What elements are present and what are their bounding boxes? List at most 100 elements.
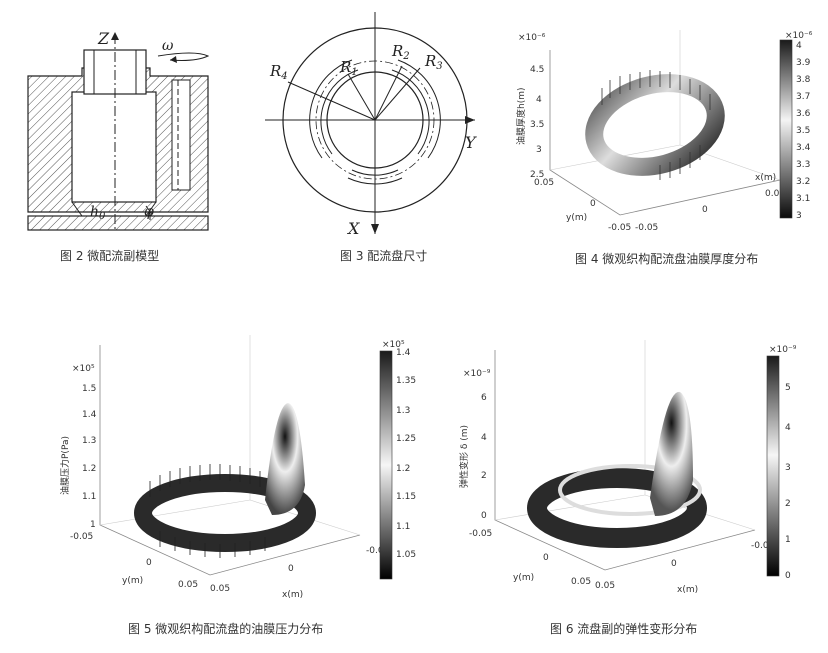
- colorbar: [766, 355, 780, 577]
- y-axis-label: y(m): [513, 573, 534, 583]
- svg-text:1.5: 1.5: [82, 384, 96, 394]
- z-axis-label: 油膜厚度h(m): [515, 88, 527, 146]
- svg-text:3.8: 3.8: [796, 75, 811, 85]
- r1-label: R1: [339, 58, 358, 78]
- svg-text:0: 0: [702, 205, 708, 215]
- colorbar-ticks: 1.4 1.35 1.3 1.25 1.2 1.15 1.1 1.05: [396, 348, 416, 560]
- svg-text:-0.05: -0.05: [70, 532, 93, 542]
- x-ticks: 0.05 0 -0.05: [210, 546, 389, 594]
- svg-text:1.2: 1.2: [396, 464, 410, 474]
- side-channel: [171, 79, 191, 191]
- svg-text:0: 0: [146, 558, 152, 568]
- svg-text:0: 0: [590, 199, 596, 209]
- svg-text:-0.05: -0.05: [469, 529, 492, 539]
- thickness-plot: ×10⁻⁶ 4.5 4 3.5 3 2.5 油膜厚度h(m) 0.05 0 -0…: [515, 30, 813, 233]
- r3-label: R3: [424, 52, 443, 72]
- z-exponent: ×10⁵: [72, 364, 95, 374]
- svg-text:0: 0: [543, 553, 549, 563]
- pressure-surface: [134, 474, 316, 552]
- svg-text:4.5: 4.5: [530, 65, 544, 75]
- svg-text:0: 0: [288, 564, 294, 574]
- svg-text:3.9: 3.9: [796, 58, 811, 68]
- colorbar-exponent: ×10⁻⁹: [769, 345, 797, 355]
- svg-text:6: 6: [481, 393, 487, 403]
- rotation-arrow: [157, 52, 210, 61]
- z-exponent: ×10⁻⁹: [463, 369, 491, 379]
- svg-text:3.5: 3.5: [530, 120, 544, 130]
- svg-text:-0.05: -0.05: [608, 223, 631, 233]
- svg-text:0: 0: [481, 511, 487, 521]
- caption-fig3: 图 3 配流盘尺寸: [340, 249, 428, 263]
- caption-fig6: 图 6 流盘副的弹性变形分布: [550, 622, 698, 636]
- svg-text:4: 4: [796, 41, 802, 51]
- svg-text:3: 3: [796, 211, 802, 221]
- figure-3-plate: R1 R2 R3 R4 Y X: [260, 8, 490, 240]
- z-ticks: 4.5 4 3.5 3 2.5: [530, 65, 544, 180]
- colorbar: [779, 39, 793, 219]
- plate-drawing: R1 R2 R3 R4 Y X: [265, 12, 477, 238]
- pressure-peak: [265, 403, 305, 515]
- svg-text:1.15: 1.15: [396, 492, 416, 502]
- svg-text:1.1: 1.1: [396, 522, 410, 532]
- r2-label: R2: [391, 42, 410, 62]
- y-axis-label: y(m): [122, 576, 143, 586]
- x-ticks: 0.05 0 -0.05: [595, 541, 774, 591]
- z-ticks: 1.5 1.4 1.3 1.2 1.1 1: [82, 384, 97, 530]
- svg-text:2.5: 2.5: [530, 170, 544, 180]
- x-label: X: [346, 219, 360, 238]
- colorbar-ticks: 5 4 3 2 1 0: [785, 383, 791, 581]
- svg-text:3: 3: [536, 145, 542, 155]
- svg-text:3.1: 3.1: [796, 194, 810, 204]
- svg-text:1.05: 1.05: [396, 550, 416, 560]
- svg-text:1: 1: [785, 535, 791, 545]
- colorbar-exponent: ×10⁵: [382, 340, 405, 350]
- y-axis-label: y(m): [566, 213, 587, 223]
- figure-2-model: Z ω h0 φ: [20, 20, 220, 240]
- deformation-peak: [650, 391, 693, 516]
- z-ticks: 6 4 2 0: [481, 393, 487, 521]
- pressure-spikes: [149, 464, 266, 558]
- svg-text:0.05: 0.05: [210, 584, 230, 594]
- x-ticks: -0.05 0 0.05: [635, 189, 785, 233]
- pressure-plot: ×10⁵ 1.5 1.4 1.3 1.2 1.1 1 油膜压力P(Pa) -0.…: [59, 335, 416, 600]
- svg-text:-0.05: -0.05: [751, 541, 774, 551]
- svg-text:1.3: 1.3: [82, 436, 96, 446]
- caption-fig5: 图 5 微观织构配流盘的油膜压力分布: [128, 622, 324, 636]
- svg-text:3: 3: [785, 463, 791, 473]
- svg-text:3.5: 3.5: [796, 126, 810, 136]
- inner-bore: [71, 91, 157, 203]
- svg-text:5: 5: [785, 383, 791, 393]
- deformation-surface: [527, 468, 707, 548]
- caption-fig4: 图 4 微观织构配流盘油膜厚度分布: [575, 252, 759, 266]
- svg-text:0.05: 0.05: [571, 577, 591, 587]
- caption-fig2: 图 2 微配流副模型: [60, 249, 160, 263]
- r4-label: R4: [269, 62, 288, 82]
- svg-text:3.3: 3.3: [796, 160, 810, 170]
- z-axis-label: 油膜压力P(Pa): [60, 436, 71, 495]
- svg-text:0.05: 0.05: [765, 189, 785, 199]
- z-exponent: ×10⁻⁶: [518, 33, 546, 43]
- svg-text:4: 4: [785, 423, 791, 433]
- svg-text:4: 4: [481, 433, 487, 443]
- thickness-spikes: [601, 70, 711, 180]
- svg-text:2: 2: [481, 471, 487, 481]
- figure-5-pressure: ×10⁵ 1.5 1.4 1.3 1.2 1.1 1 油膜压力P(Pa) -0.…: [59, 325, 420, 610]
- z-axis-label: 弹性变形 δ (m): [458, 425, 470, 488]
- h0-label: h0: [90, 204, 106, 222]
- svg-text:0: 0: [671, 559, 677, 569]
- x-axis-label: x(m): [677, 585, 698, 595]
- base-plate: [27, 215, 209, 231]
- colorbar-exponent: ×10⁻⁶: [785, 31, 813, 41]
- svg-text:1.3: 1.3: [396, 406, 410, 416]
- svg-text:3.2: 3.2: [796, 177, 810, 187]
- svg-text:1.1: 1.1: [82, 492, 96, 502]
- colorbar-ticks: 4 3.9 3.8 3.7 3.6 3.5 3.4 3.3 3.2 3.1 3: [796, 41, 811, 221]
- colorbar: [379, 350, 393, 580]
- svg-text:2: 2: [785, 499, 791, 509]
- y-ticks: -0.05 0 0.05: [469, 529, 591, 587]
- x-axis-label: x(m): [282, 590, 303, 600]
- svg-text:1.4: 1.4: [396, 348, 411, 358]
- svg-text:3.4: 3.4: [796, 143, 811, 153]
- figure-6-deformation: ×10⁻⁹ 6 4 2 0 弹性变形 δ (m) -0.05 0 0.05 y(…: [455, 330, 820, 610]
- svg-text:1.25: 1.25: [396, 434, 416, 444]
